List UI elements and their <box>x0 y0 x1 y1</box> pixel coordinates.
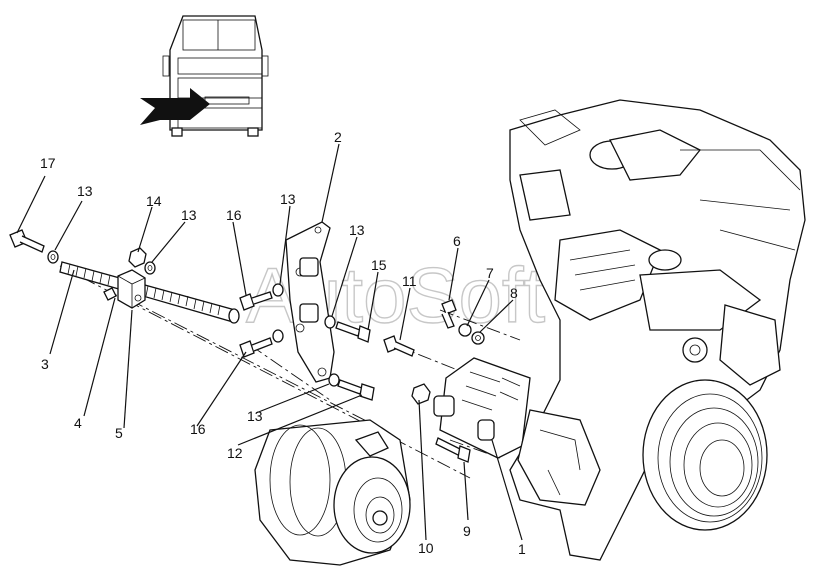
callout-13-lower: 13 <box>247 408 263 424</box>
callout-2: 2 <box>334 129 342 145</box>
leader-lines <box>16 143 523 541</box>
bolt-17 <box>9 229 45 253</box>
bolt-15 <box>335 321 371 343</box>
callout-5: 5 <box>115 425 123 441</box>
engine-block <box>509 99 806 561</box>
callout-10: 10 <box>418 540 434 556</box>
washer-13-lower <box>328 373 340 387</box>
callout-16-lower: 16 <box>190 421 206 437</box>
callout-14: 14 <box>146 193 162 209</box>
callout-12: 12 <box>227 445 243 461</box>
swivel-block-4 <box>103 269 146 309</box>
washer-8 <box>471 331 485 345</box>
bolt-12 <box>337 379 375 401</box>
tension-rod-3 <box>59 261 240 324</box>
callout-6: 6 <box>453 233 461 249</box>
nut-14 <box>128 247 147 268</box>
washer-13-upper <box>144 261 156 275</box>
washer-13-bolt-upper <box>272 283 284 297</box>
callout-13-mid: 13 <box>349 222 365 238</box>
bolt-9 <box>435 437 471 463</box>
mounting-plate-1 <box>439 357 531 459</box>
bolt-11 <box>383 335 415 357</box>
callout-labels: 17 13 14 13 16 13 2 13 15 11 6 7 8 3 4 5… <box>40 129 526 557</box>
washer-13-mid <box>324 315 336 329</box>
washer-13-bolt-lower <box>272 329 284 343</box>
alternator <box>254 419 411 566</box>
callout-13-left: 13 <box>77 183 93 199</box>
spacer-10 <box>433 395 455 417</box>
callout-16-upper: 16 <box>226 207 242 223</box>
callout-13-bracket: 13 <box>280 191 296 207</box>
callout-9: 9 <box>463 523 471 539</box>
pointer-arrow-icon <box>140 88 210 125</box>
callout-8: 8 <box>510 285 518 301</box>
bracket-2 <box>285 221 335 383</box>
callout-17: 17 <box>40 155 56 171</box>
callout-11: 11 <box>402 273 417 289</box>
nut-10 <box>411 383 431 405</box>
washer-13-left <box>47 250 59 264</box>
callout-4: 4 <box>74 415 82 431</box>
nut-7 <box>458 323 472 337</box>
callout-3: 3 <box>41 356 49 372</box>
bolt-16-upper <box>239 291 273 311</box>
bolt-6 <box>441 299 457 329</box>
callout-1: 1 <box>518 541 526 557</box>
callout-7: 7 <box>486 265 494 281</box>
bolt-16-lower <box>239 337 273 358</box>
callout-15: 15 <box>371 257 387 273</box>
callout-13-upper: 13 <box>181 207 197 223</box>
